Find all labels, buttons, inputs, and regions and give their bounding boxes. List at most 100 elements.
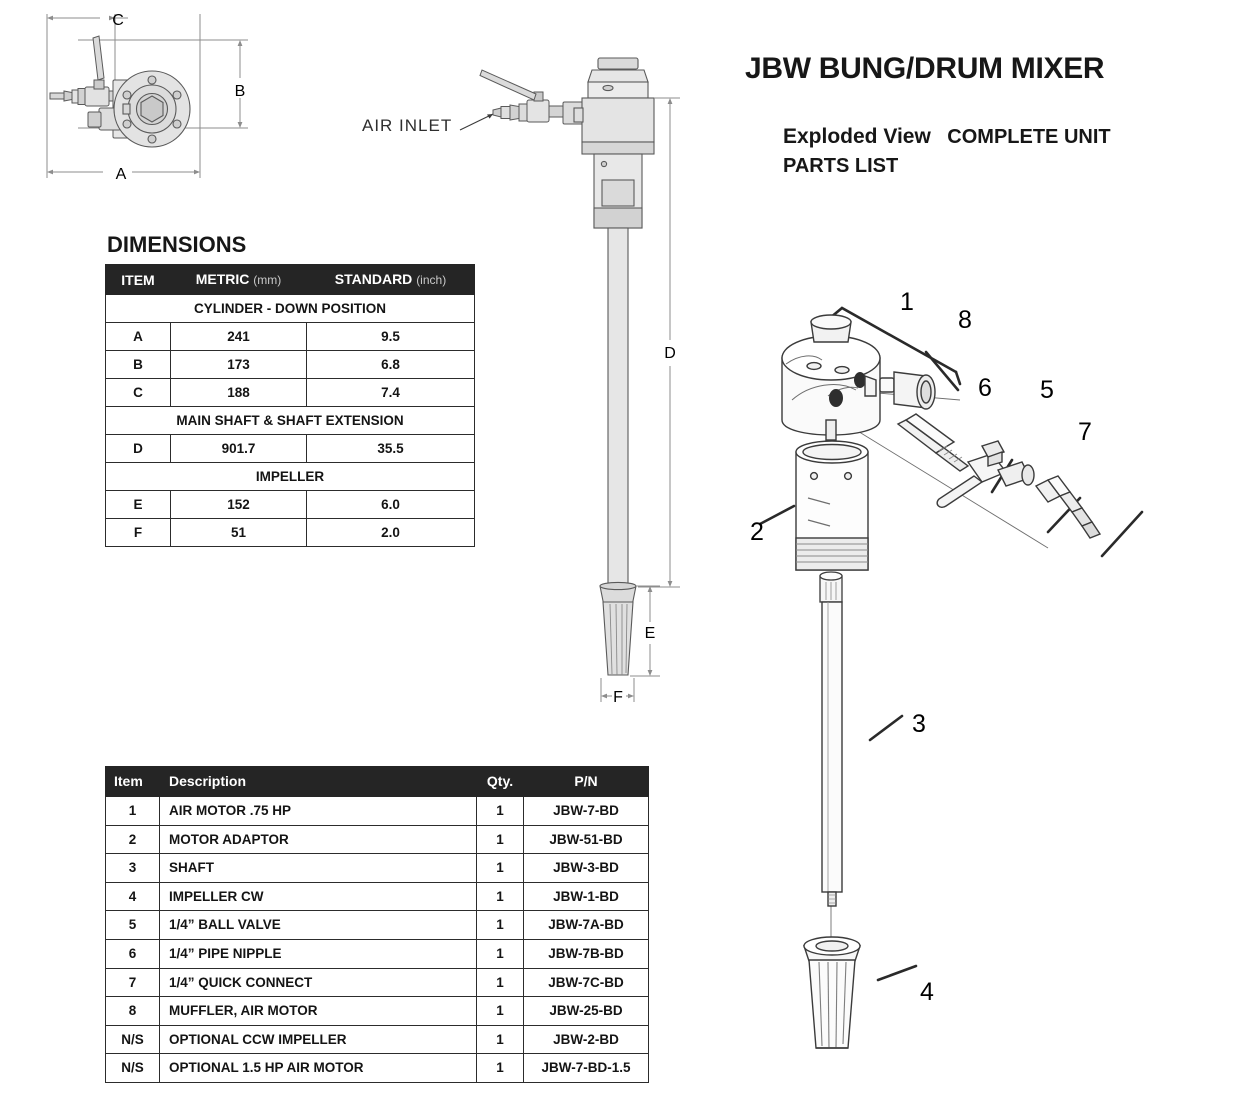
parts-row-description: OPTIONAL CCW IMPELLER (159, 1024, 477, 1055)
part-shaft-coupler (819, 571, 843, 603)
dimensions-table-header: ITEM METRIC (mm) STANDARD (inch) (105, 264, 475, 295)
page-title: JBW BUNG/DRUM MIXER (745, 52, 1105, 85)
parts-row-qty: 1 (476, 967, 524, 998)
parts-row-description: MOTOR ADAPTOR (159, 824, 477, 855)
parts-row-qty: 1 (476, 938, 524, 969)
dimensions-row: F 51 2.0 (105, 518, 475, 547)
elevation-drawing: D E F (459, 57, 680, 706)
parts-row-description: OPTIONAL 1.5 HP AIR MOTOR (159, 1053, 477, 1083)
parts-row-qty: 1 (476, 824, 524, 855)
dimensions-section-label: CYLINDER - DOWN POSITION (105, 294, 475, 323)
parts-header-pn: P/N (523, 766, 649, 797)
parts-row-pn: JBW-51-BD (523, 824, 649, 855)
dim-metric: 901.7 (170, 434, 307, 463)
dimension-label-a: A (116, 166, 127, 183)
dimensions-header-item: ITEM (105, 264, 171, 295)
dimensions-section-row: MAIN SHAFT & SHAFT EXTENSION (105, 406, 475, 435)
subtitle-row: Exploded View COMPLETE UNIT (783, 125, 1243, 149)
part-ball-valve (936, 440, 1035, 508)
parts-row-qty: 1 (476, 996, 524, 1026)
callout-6: 6 (978, 374, 992, 402)
dimensions-section-row: IMPELLER (105, 462, 475, 491)
dim-standard: 35.5 (306, 434, 475, 463)
callout-5: 5 (1040, 376, 1054, 404)
parts-row-description: 1/4” BALL VALVE (159, 910, 477, 940)
air-inlet-arrowhead (487, 114, 493, 119)
exploded-view-drawing: 1 8 2 3 4 5 6 7 (750, 288, 1144, 1049)
parts-row-item: 3 (105, 853, 160, 883)
dimensions-table: ITEM METRIC (mm) STANDARD (inch) CYLINDE… (105, 264, 475, 547)
dim-metric: 173 (170, 350, 307, 379)
dimension-label-f: F (613, 689, 623, 706)
dim-standard: 6.0 (306, 490, 475, 519)
dimensions-header-standard: STANDARD (inch) (306, 264, 475, 295)
dim-standard: 9.5 (306, 322, 475, 351)
top-view-drawing: C B A (46, 12, 248, 183)
parts-row-item: N/S (105, 1053, 160, 1083)
dim-item: E (105, 490, 171, 519)
part-shaft (821, 601, 843, 907)
callout-8: 8 (958, 306, 972, 334)
dim-standard: 2.0 (306, 518, 475, 547)
elevation-shaft (607, 227, 629, 589)
dimension-label-d: D (664, 345, 676, 362)
dimensions-row: D 901.7 35.5 (105, 434, 475, 463)
parts-row-description: SHAFT (159, 853, 477, 883)
parts-header-item: Item (105, 766, 160, 797)
parts-row-item: 4 (105, 881, 160, 912)
parts-row-description: 1/4” PIPE NIPPLE (159, 938, 477, 969)
dim-item: F (105, 518, 171, 547)
parts-row-pn: JBW-1-BD (523, 881, 649, 912)
parts-row-qty: 1 (476, 881, 524, 912)
elevation-dimension-lines (600, 97, 680, 702)
elevation-dimension-arrowheads (601, 98, 673, 699)
dimensions-section-label: MAIN SHAFT & SHAFT EXTENSION (105, 406, 475, 435)
parts-row-item: 7 (105, 967, 160, 998)
callout-2: 2 (750, 518, 764, 546)
elevation-motor-body (573, 57, 655, 589)
callout-3: 3 (912, 710, 926, 738)
dimensions-section-label: IMPELLER (105, 462, 475, 491)
top-view-motor-assembly (49, 35, 191, 148)
parts-row-pn: JBW-2-BD (523, 1024, 649, 1055)
dim-metric: 152 (170, 490, 307, 519)
dimensions-heading: DIMENSIONS (107, 232, 247, 257)
parts-row-pn: JBW-3-BD (523, 853, 649, 883)
part-motor-adaptor (795, 440, 869, 571)
dim-item: D (105, 434, 171, 463)
elevation-impeller (599, 581, 637, 676)
parts-row-description: 1/4” QUICK CONNECT (159, 967, 477, 998)
dim-standard: 6.8 (306, 350, 475, 379)
parts-header-qty: Qty. (476, 766, 524, 797)
parts-row-description: MUFFLER, AIR MOTOR (159, 996, 477, 1026)
callout-7: 7 (1078, 418, 1092, 446)
parts-row-qty: 1 (476, 1024, 524, 1055)
dim-standard: 7.4 (306, 378, 475, 407)
dim-item: C (105, 378, 171, 407)
air-inlet-label: AIR INLET (362, 116, 453, 135)
dim-metric: 188 (170, 378, 307, 407)
parts-row-qty: 1 (476, 1053, 524, 1083)
callout-4: 4 (920, 978, 934, 1006)
part-muffler (879, 371, 936, 410)
part-air-motor (781, 314, 881, 441)
parts-row-pn: JBW-7-BD-1.5 (523, 1053, 649, 1083)
dimensions-row: E 152 6.0 (105, 490, 475, 519)
dimensions-row: A 241 9.5 (105, 322, 475, 351)
parts-row-item: 5 (105, 910, 160, 940)
parts-row-description: AIR MOTOR .75 HP (159, 796, 477, 826)
parts-row-pn: JBW-7-BD (523, 796, 649, 826)
dimension-label-b: B (235, 83, 246, 100)
dimensions-row: C 188 7.4 (105, 378, 475, 407)
parts-header-description: Description (159, 766, 477, 797)
part-impeller (803, 936, 861, 1049)
dimension-label-e: E (645, 625, 656, 642)
